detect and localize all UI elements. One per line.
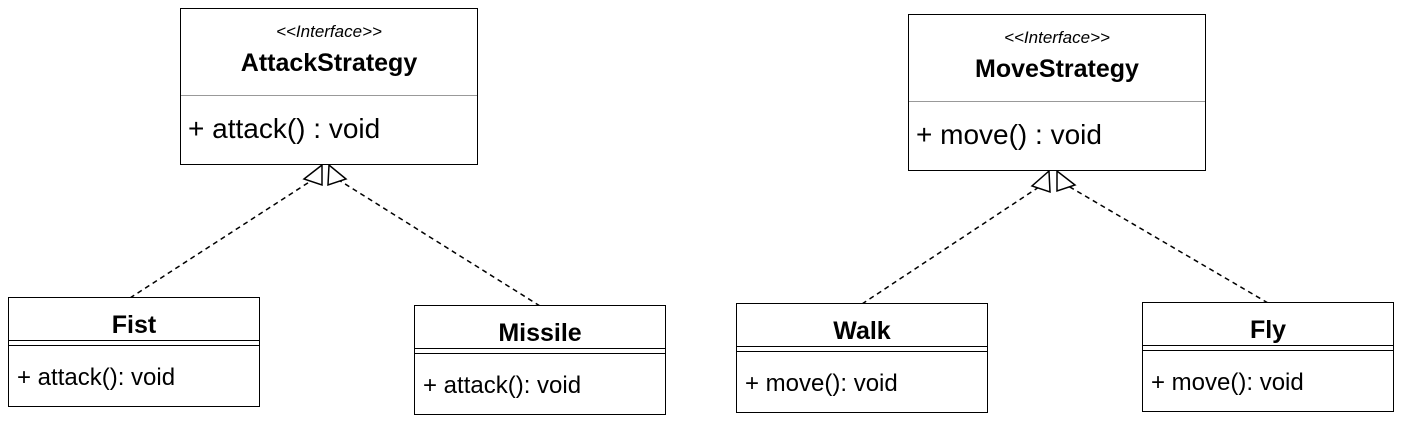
- walk-class[interactable]: Walk + move(): void: [736, 303, 988, 413]
- class-name: Fly: [1249, 316, 1287, 344]
- class-operation: + move(): void: [745, 370, 898, 397]
- class-operation: + attack(): void: [423, 372, 582, 399]
- move-strategy-interface[interactable]: <<Interface>> MoveStrategy + move() : vo…: [908, 14, 1206, 171]
- fly-realization-line: [1062, 182, 1269, 304]
- fist-class[interactable]: Fist + attack(): void: [8, 297, 260, 407]
- interface-header: <<Interface>> AttackStrategy: [181, 9, 477, 96]
- class-operation: + move(): void: [1151, 369, 1304, 396]
- fly-class[interactable]: Fly + move(): void: [1142, 302, 1394, 412]
- class-divider: [9, 340, 259, 346]
- fist-realization-arrowhead: [302, 163, 323, 187]
- missile-class[interactable]: Missile + attack(): void: [414, 305, 666, 415]
- walk-realization-line: [861, 182, 1046, 305]
- missile-realization-line: [333, 176, 541, 307]
- interface-name: AttackStrategy: [240, 49, 418, 77]
- class-name: Walk: [833, 317, 891, 345]
- interface-operation: + move() : void: [916, 119, 1102, 150]
- attack-strategy-interface[interactable]: <<Interface>> AttackStrategy + attack() …: [180, 8, 478, 165]
- fist-realization-line: [129, 176, 318, 299]
- walk-realization-arrowhead: [1030, 169, 1051, 194]
- interface-operation: + attack() : void: [188, 113, 381, 144]
- stereotype-label: <<Interface>>: [1004, 28, 1110, 47]
- class-name: Missile: [498, 319, 582, 347]
- class-operation: + attack(): void: [17, 364, 176, 391]
- interface-header: <<Interface>> MoveStrategy: [909, 15, 1205, 102]
- class-divider: [415, 348, 665, 354]
- class-divider: [1143, 345, 1393, 351]
- class-divider: [737, 346, 987, 352]
- missile-realization-arrowhead: [327, 163, 348, 187]
- fly-realization-arrowhead: [1056, 169, 1077, 193]
- interface-name: MoveStrategy: [975, 55, 1139, 83]
- stereotype-label: <<Interface>>: [276, 22, 382, 41]
- class-name: Fist: [111, 311, 157, 339]
